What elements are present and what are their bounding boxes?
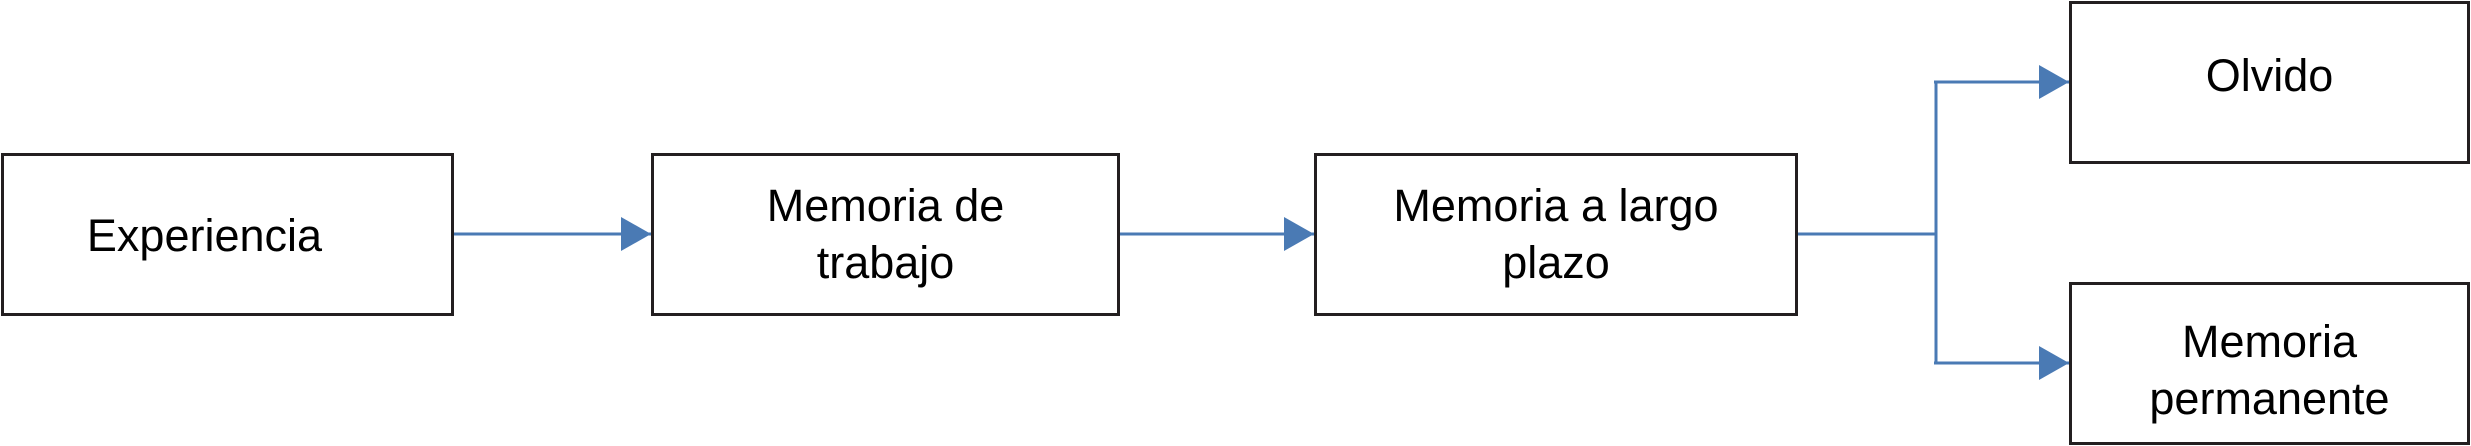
node-memoria-largo-plazo-label: Memoria a largo plazo — [1393, 179, 1719, 288]
node-olvido: Olvido — [2069, 1, 2470, 164]
node-memoria-trabajo-label: Memoria de trabajo — [766, 179, 1005, 288]
node-experiencia-label: Experiencia — [86, 210, 323, 261]
node-olvido-label: Olvido — [2205, 50, 2334, 101]
node-experiencia: Experiencia — [1, 153, 454, 316]
node-memoria-permanente: Memoria permanente — [2069, 282, 2470, 445]
node-memoria-permanente-label: Memoria permanente — [2149, 315, 2390, 424]
node-memoria-trabajo: Memoria de trabajo — [651, 153, 1120, 316]
node-memoria-largo-plazo: Memoria a largo plazo — [1314, 153, 1798, 316]
